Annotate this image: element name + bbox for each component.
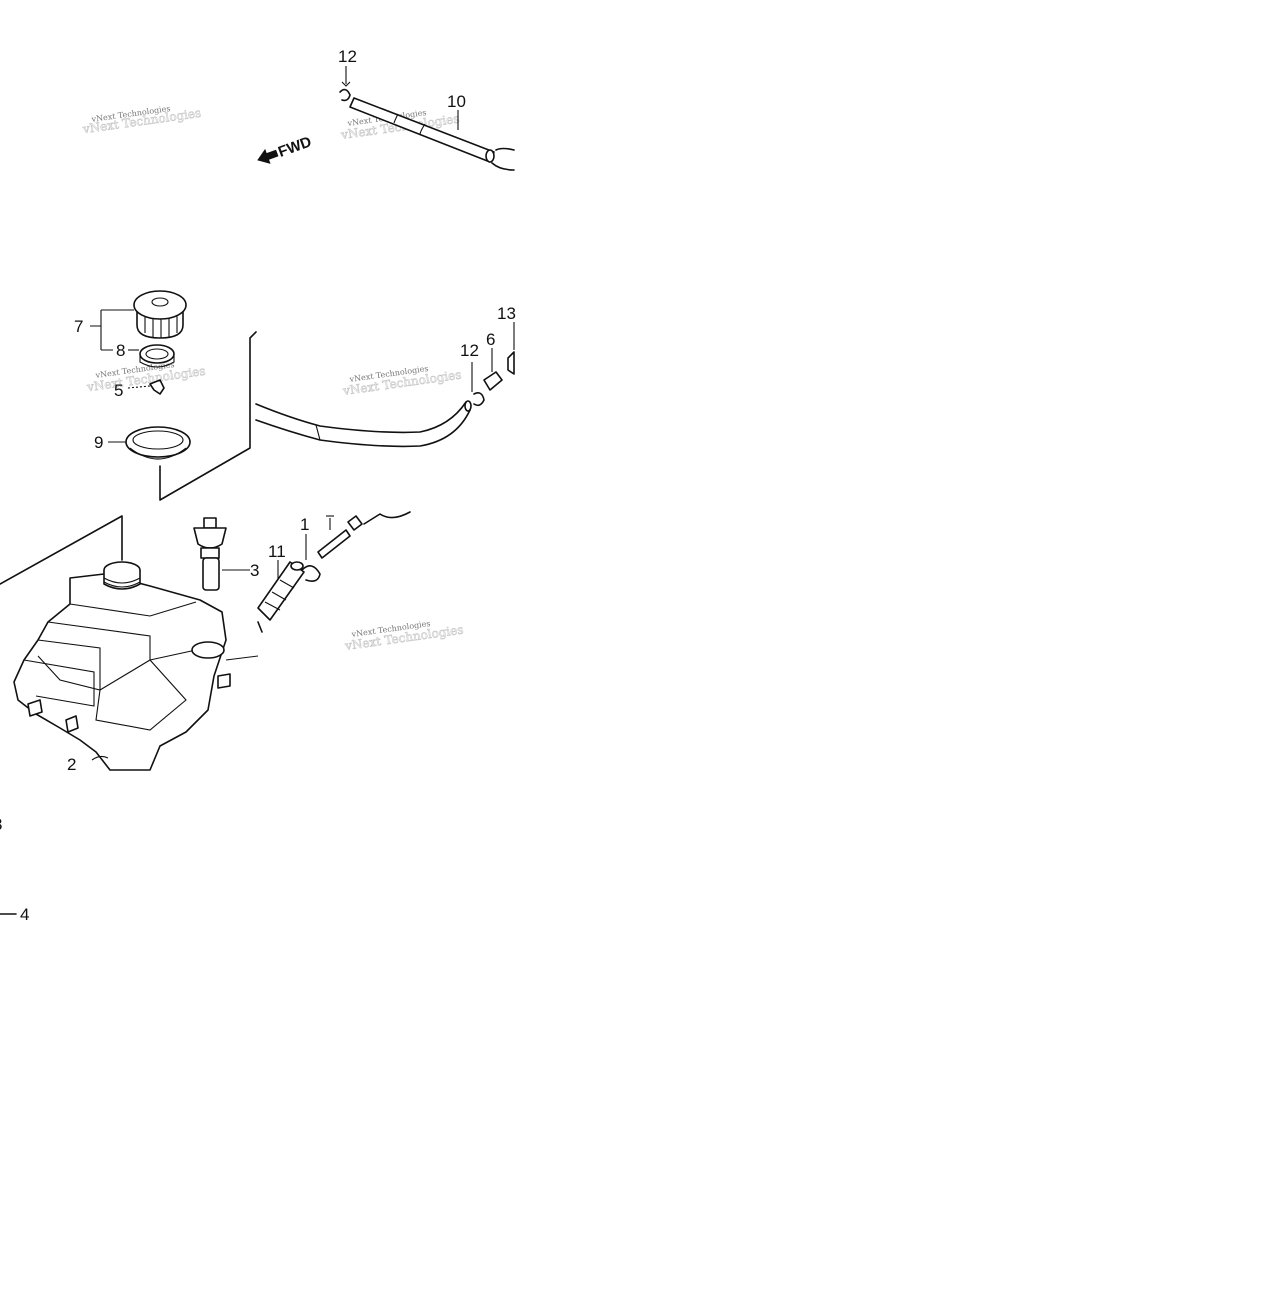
callout-1: 1 — [300, 515, 309, 534]
callout-12-top: 12 — [338, 47, 357, 66]
callout-10: 10 — [447, 92, 466, 111]
vent-hose-10 — [349, 97, 515, 171]
callout-3-edge: 3 — [0, 815, 2, 834]
callout-2: 2 — [67, 755, 76, 774]
fuel-hose-middle — [255, 400, 472, 448]
callout-13: 13 — [497, 304, 516, 323]
cap-gasket-8 — [139, 344, 175, 368]
fuel-sender-3 — [193, 517, 250, 591]
watermark-3: vNext Technologies vNext Technologies — [85, 360, 207, 395]
fuel-tank-2 — [0, 515, 259, 771]
fuel-fitting-bottom — [317, 511, 411, 559]
bolt-5 — [127, 379, 165, 395]
fuel-nozzle-11 — [257, 560, 305, 633]
callout-9: 9 — [94, 433, 103, 452]
arrow-left-icon — [257, 148, 279, 164]
part-13 — [507, 322, 515, 375]
hose-clip-12-top — [339, 66, 351, 102]
watermark-6: vNext Technologies vNext Technologies — [343, 619, 465, 653]
callout-12-middle: 12 — [460, 341, 479, 360]
hose-clip-12-middle — [471, 362, 485, 407]
callout-4: 4 — [20, 905, 29, 924]
fwd-label: FWD — [276, 133, 314, 161]
callout-5: 5 — [114, 381, 123, 400]
callout-7: 7 — [74, 317, 83, 336]
callout-3: 3 — [250, 561, 259, 580]
forward-direction-marker: FWD — [257, 133, 314, 164]
hose-clip-1 — [301, 534, 321, 582]
callout-8: 8 — [116, 341, 125, 360]
callout-6: 6 — [486, 330, 495, 349]
callout-11: 11 — [268, 542, 286, 561]
fuel-cap-7 — [133, 290, 187, 339]
watermark-4: vNext Technologies vNext Technologies — [341, 364, 463, 398]
bracket-7-8 — [90, 309, 134, 351]
frame-outline-middle — [159, 331, 257, 501]
fitting-6 — [483, 348, 503, 391]
watermark-1: vNext Technologies vNext Technologies — [81, 104, 203, 137]
seal-ring-9 — [125, 426, 191, 460]
